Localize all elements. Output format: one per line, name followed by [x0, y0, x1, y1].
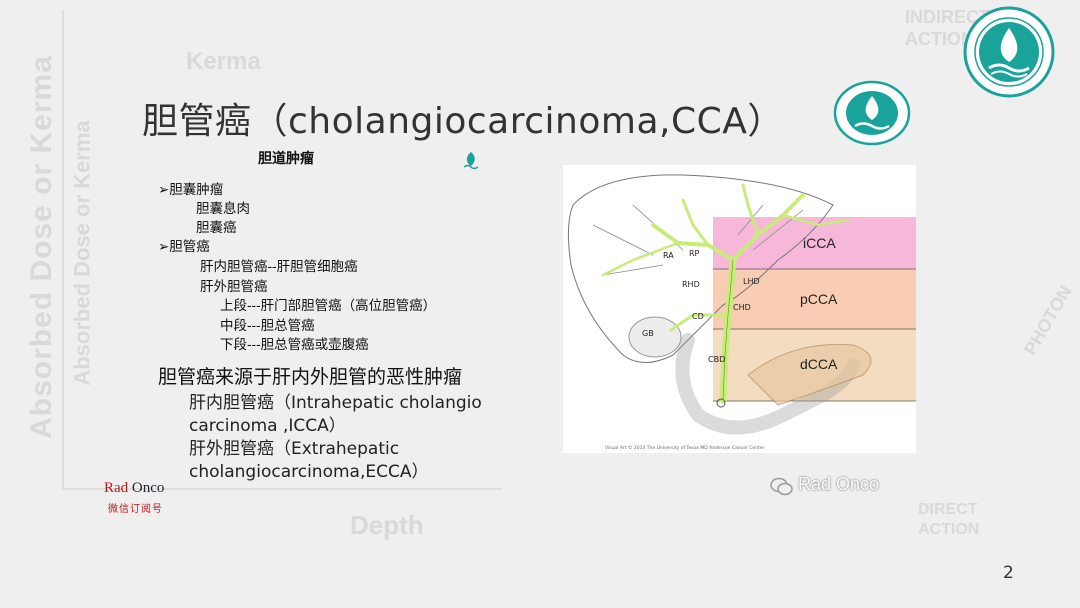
outline-heading: 胆道肿瘤	[258, 151, 314, 167]
label-dcca: dCCA	[800, 356, 838, 372]
outline-item: 肝外胆管癌	[200, 279, 268, 295]
outline-item: 肝内胆管癌--肝胆管细胞癌	[200, 259, 358, 275]
label-chd: CHD	[733, 303, 751, 312]
wechat-icon	[770, 477, 793, 496]
label-rhd: RHD	[682, 280, 700, 289]
bg-watermark-text: Depth	[350, 510, 424, 540]
icca-line: carcinoma ,ICCA）	[189, 416, 346, 436]
label-cbd: CBD	[708, 355, 726, 364]
ecca-line: 肝外胆管癌（Extrahepatic	[189, 439, 400, 459]
slide-title: 胆管癌（cholangiocarcinoma,CCA）	[142, 101, 784, 142]
label-ra: RA	[663, 251, 674, 260]
small-logo-icon	[463, 152, 479, 170]
page-number: 2	[1003, 563, 1014, 583]
label-cd: CD	[692, 312, 704, 321]
outline-item: ➢胆管癌	[158, 239, 210, 255]
label-lhd: LHD	[743, 277, 760, 286]
outline-item: 胆囊息肉	[196, 201, 250, 217]
icca-line: 肝内胆管癌（Intrahepatic cholangio	[189, 393, 482, 413]
outline-item: 上段---肝门部胆管癌（高位胆管癌）	[220, 298, 437, 314]
brand-name-rest: Onco	[128, 480, 165, 496]
bg-axis-line	[62, 488, 502, 490]
bg-watermark-text: DIRECT ACTION	[918, 500, 979, 540]
pancreas	[747, 343, 872, 406]
pcca-zone	[713, 269, 916, 329]
bile-duct-figure: RA RP RHD LHD CHD CD GB CBD iCCA pCCA dC…	[563, 165, 916, 453]
outline-item: 中段---胆总管癌	[220, 318, 315, 334]
main-statement: 胆管癌来源于肝内外胆管的恶性肿瘤	[158, 366, 463, 388]
bg-axis-line	[62, 10, 64, 490]
bg-watermark-text: PHOTON	[1020, 282, 1076, 359]
brand-name: Rad Onco	[104, 480, 164, 497]
bg-watermark-line: INDIRECT	[905, 7, 990, 27]
bg-watermark-text: Kerma	[186, 48, 261, 75]
wechat-watermark: Rad Onco	[798, 474, 880, 494]
icca-zone	[713, 217, 916, 269]
brand-subtitle: 微信订阅号	[108, 504, 163, 515]
label-pcca: pCCA	[800, 291, 838, 307]
bg-watermark-text: Absorbed Dose or Kerma	[24, 55, 58, 439]
hospital-logo-icon	[963, 6, 1055, 98]
icca-definition: 肝内胆管癌（Intrahepatic cholangio carcinoma ,…	[189, 392, 482, 438]
bg-watermark-line: DIRECT	[918, 501, 978, 518]
label-gb: GB	[642, 329, 654, 338]
gallbladder	[628, 316, 682, 358]
brand-name-red: Rad	[104, 480, 129, 496]
bile-duct-illustration	[567, 174, 916, 435]
bg-watermark-text: INDIRECT ACTION	[905, 6, 990, 50]
outline-item: 下段---胆总管癌或壶腹癌	[220, 337, 369, 353]
bg-watermark-line: ACTION	[905, 29, 974, 49]
bg-watermark-line: ACTION	[918, 521, 980, 538]
bg-watermark-text: Absorbed Dose or Kerma	[69, 120, 95, 386]
label-icca: iCCA	[803, 235, 836, 251]
ecca-line: cholangiocarcinoma,ECCA）	[189, 462, 429, 482]
label-rp: RP	[689, 249, 700, 258]
hospital-logo-icon	[833, 80, 911, 146]
outline-item: 胆囊癌	[196, 220, 237, 236]
ecca-definition: 肝外胆管癌（Extrahepatic cholangiocarcinoma,EC…	[189, 438, 428, 484]
outline-item: ➢胆囊肿瘤	[158, 182, 224, 198]
figure-credit: Visual Art © 2014 The University of Texa…	[605, 446, 765, 451]
